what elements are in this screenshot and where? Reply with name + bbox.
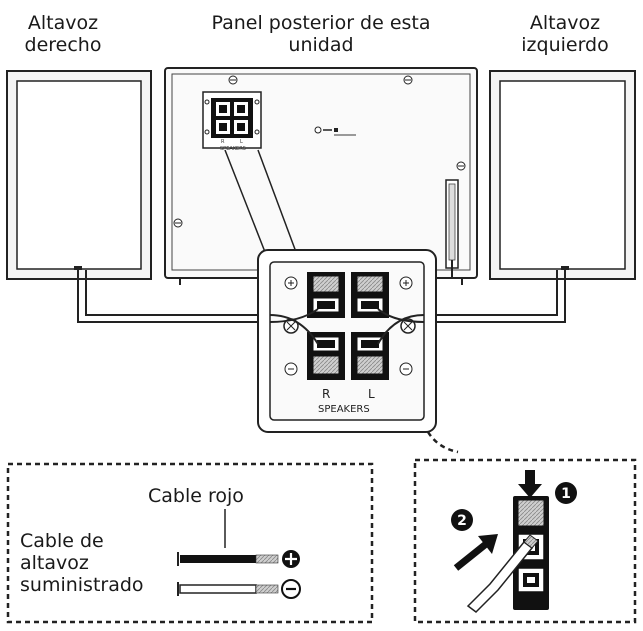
small-terminal-r: R — [221, 139, 225, 145]
label-supplied-cable-line1: Cable de — [20, 530, 104, 552]
label-right-speaker-line2: derecho — [24, 34, 102, 56]
plus-symbol-icon — [399, 276, 413, 290]
dc-jack-icon — [314, 126, 356, 136]
step-1-badge: 1 — [555, 482, 577, 504]
right-speaker — [6, 70, 152, 280]
detail-callout-line — [426, 431, 459, 454]
terminal-clip-detail — [513, 496, 549, 610]
insert-detail-box — [413, 458, 637, 624]
step-2-badge: 2 — [451, 509, 473, 531]
left-speaker — [489, 70, 636, 280]
label-rear-panel-line1: Panel posterior de esta — [211, 12, 431, 34]
label-rear-panel: Panel posterior de esta unidad — [180, 12, 462, 56]
screw-icon — [173, 218, 183, 228]
small-speaker-terminal: R L SPEAKERS — [202, 91, 262, 152]
insert-arrow-icon — [453, 534, 498, 571]
screw-icon — [228, 75, 238, 85]
plus-symbol-icon — [284, 276, 298, 290]
terminal-l-negative — [351, 332, 389, 380]
main-unit-rear: R L SPEAKERS — [164, 67, 478, 285]
minus-symbol-icon — [284, 362, 298, 376]
terminal-l-positive — [351, 272, 389, 318]
terminal-r-negative — [307, 332, 345, 380]
cable-info-box — [6, 462, 374, 624]
minus-icon — [281, 579, 301, 599]
label-red-cable: Cable rojo — [148, 485, 244, 507]
screw-icon — [403, 75, 413, 85]
zoom-callout-lines — [224, 149, 297, 253]
label-rear-panel-line2: unidad — [288, 34, 354, 56]
zoomed-speaker-terminal: R L SPEAKERS — [257, 249, 437, 433]
label-right-speaker-line1: Altavoz — [27, 12, 99, 34]
small-terminal-speakers: SPEAKERS — [220, 146, 246, 152]
label-right-speaker: Altavoz derecho — [8, 12, 118, 56]
power-cord-slot — [445, 179, 459, 278]
label-left-speaker-line2: izquierdo — [521, 34, 609, 56]
inserted-wire — [466, 534, 539, 613]
terminal-r-label: R — [322, 387, 330, 401]
step-1-number: 1 — [561, 486, 571, 502]
step-2-number: 2 — [457, 513, 467, 529]
label-supplied-cable-line2: altavoz — [20, 552, 89, 574]
terminal-l-label: L — [368, 387, 375, 401]
press-down-arrow-icon — [518, 470, 542, 498]
red-cable — [177, 552, 279, 566]
screw-icon — [400, 318, 416, 334]
plain-cable — [177, 582, 279, 596]
label-left-speaker-line1: Altavoz — [529, 12, 601, 34]
small-terminal-l: L — [240, 139, 243, 145]
plus-icon — [282, 550, 300, 568]
label-supplied-cable: Cable de altavoz suministrado — [20, 530, 144, 596]
label-supplied-cable-line3: suministrado — [20, 574, 144, 596]
screw-icon — [456, 161, 466, 171]
terminal-speakers-label: SPEAKERS — [318, 404, 370, 415]
label-left-speaker: Altavoz izquierdo — [505, 12, 625, 56]
terminal-r-positive — [307, 272, 345, 318]
minus-symbol-icon — [399, 362, 413, 376]
